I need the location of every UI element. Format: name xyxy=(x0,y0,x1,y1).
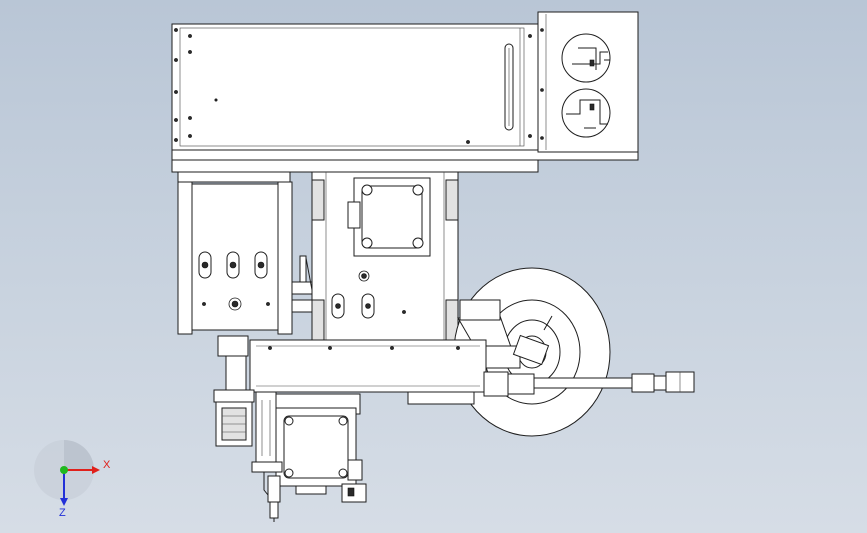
left-housing xyxy=(177,171,293,335)
center-column xyxy=(311,171,459,343)
z-axis-label: Z xyxy=(59,507,66,519)
z-axis-arrowhead xyxy=(60,498,68,506)
x-axis-label: X xyxy=(103,459,111,471)
side-enclosure xyxy=(537,11,639,153)
x-axis-arrowhead xyxy=(92,466,100,474)
y-axis-origin xyxy=(60,466,68,474)
valve-lines xyxy=(251,391,283,522)
cabinet-screws xyxy=(174,28,532,144)
upper-cabinet xyxy=(171,23,639,173)
actuator-cylinder xyxy=(483,334,695,397)
cross-beam xyxy=(249,339,487,405)
lower-left-drive xyxy=(213,335,255,447)
pneumatic-fittings xyxy=(291,255,313,313)
coordinate-triad: X Z xyxy=(34,440,111,519)
